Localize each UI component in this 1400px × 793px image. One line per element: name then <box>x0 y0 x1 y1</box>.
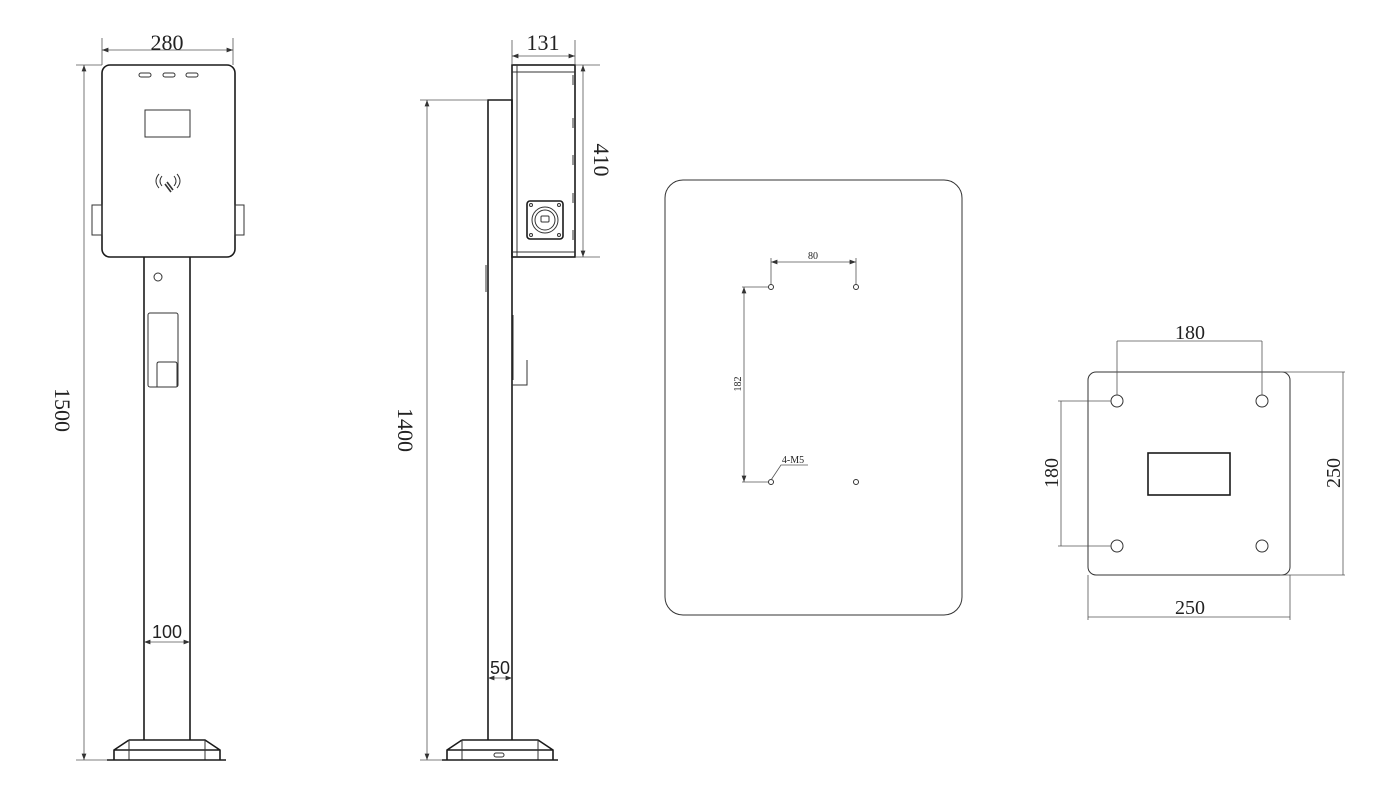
dimension-label: 50 <box>490 658 510 678</box>
dimension-label: 131 <box>527 30 560 55</box>
dimension-280: 280 <box>101 30 234 65</box>
back-panel <box>664 179 963 616</box>
dimension-410: 410 <box>575 64 614 258</box>
dimension-label: 80 <box>808 251 818 262</box>
cabinet-door <box>156 361 178 387</box>
dimension-label: 180 <box>1175 322 1205 344</box>
charging-socket <box>526 200 564 240</box>
left-side-bracket <box>91 204 103 236</box>
cable-hook <box>512 360 528 386</box>
base <box>107 739 226 761</box>
dimension-label: 182 <box>733 377 744 392</box>
dimension-180-vertical: 180 <box>1041 400 1111 547</box>
display-screen <box>144 109 191 138</box>
indicator-lights <box>138 72 199 78</box>
dimension-1400: 1400 <box>393 99 488 761</box>
pole <box>143 257 191 740</box>
cable-opening <box>1147 452 1231 496</box>
side-pole <box>487 99 513 740</box>
dimension-label: 250 <box>1323 458 1345 488</box>
dimension-1500: 1500 <box>50 64 107 761</box>
dimension-label: 1500 <box>50 388 75 432</box>
callout-label: 4-M5 <box>782 455 804 466</box>
dimension-131: 131 <box>511 30 576 65</box>
dimension-182: 182 <box>733 286 768 483</box>
pole-hole <box>153 272 163 282</box>
mounting-plate-view: 180 180 250 250 <box>1041 322 1345 620</box>
front-view: 280 1500 100 <box>50 30 245 761</box>
dimension-250-vertical: 250 <box>1280 371 1345 576</box>
side-base <box>442 739 558 761</box>
nfc-card-icon <box>155 173 181 193</box>
dimension-label: 250 <box>1175 597 1205 619</box>
dimension-label: 1400 <box>393 408 418 452</box>
pole-cabinet <box>147 312 179 388</box>
right-side-bracket <box>234 204 245 236</box>
dimension-50: 50 <box>488 658 512 681</box>
mounting-holes <box>768 284 859 485</box>
dimension-250-horizontal: 250 <box>1087 575 1291 620</box>
side-housing <box>511 64 576 258</box>
mounting-plate <box>1087 371 1291 576</box>
dimension-180-horizontal: 180 <box>1116 322 1263 395</box>
charger-housing <box>101 64 236 258</box>
dimension-label: 410 <box>589 144 614 177</box>
hole-callout: 4-M5 <box>770 455 808 481</box>
dimension-label: 280 <box>151 30 184 55</box>
dimension-label: 180 <box>1041 458 1063 488</box>
side-view: 131 410 1400 50 <box>393 30 614 761</box>
dimension-80: 80 <box>770 251 857 284</box>
back-panel-view: 80 182 4-M5 <box>664 179 963 616</box>
dimension-label: 100 <box>152 622 182 642</box>
dimension-100: 100 <box>144 622 190 645</box>
plate-holes <box>1110 394 1269 553</box>
